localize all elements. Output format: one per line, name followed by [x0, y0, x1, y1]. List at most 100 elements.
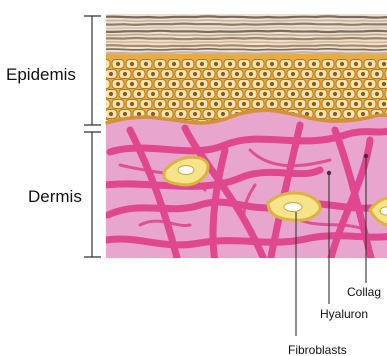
corneum-line [100, 38, 387, 39]
keratinocyte-cell [252, 100, 264, 109]
keratinocyte-cell [196, 60, 208, 69]
keratinocyte-cell [133, 90, 145, 99]
keratinocyte-cell [315, 90, 327, 99]
keratinocyte-cell [259, 70, 271, 79]
keratinocyte-cell [217, 90, 229, 99]
keratinocyte-cell [329, 70, 341, 79]
keratinocyte-cell [189, 70, 201, 79]
keratinocyte-cell [315, 70, 327, 79]
keratinocyte-cell [126, 60, 138, 69]
dermis-bracket [84, 132, 101, 257]
epidermis-label: Epidemis [6, 65, 76, 84]
keratinocyte-cell [364, 100, 376, 109]
keratinocyte-cell [182, 80, 194, 89]
keratinocyte-cell [336, 60, 348, 69]
corneum-line [100, 31, 387, 32]
keratinocyte-cell [119, 90, 131, 99]
keratinocyte-cell [231, 70, 243, 79]
keratinocyte-cell [189, 90, 201, 99]
keratinocyte-cell [126, 80, 138, 89]
keratinocyte-cell [140, 80, 152, 89]
keratinocyte-cell [210, 80, 222, 89]
keratinocyte-cell [336, 100, 348, 109]
collagen-label: Collag [347, 285, 381, 299]
keratinocyte-cell [182, 60, 194, 69]
keratinocyte-cell [252, 60, 264, 69]
keratinocyte-cell [343, 90, 355, 99]
keratinocyte-cell [161, 70, 173, 79]
epidermis-bracket [84, 16, 101, 125]
keratinocyte-cell [196, 80, 208, 89]
keratinocyte-cell [210, 100, 222, 109]
keratinocyte-cell [203, 90, 215, 99]
keratinocyte-cell [378, 100, 387, 109]
corneum-line [100, 27, 387, 28]
corneum-line [100, 20, 387, 21]
keratinocyte-cell [350, 60, 362, 69]
keratinocyte-cell [245, 90, 257, 99]
keratinocyte-cell [364, 60, 376, 69]
keratinocyte-cell [245, 70, 257, 79]
keratinocyte-cell [168, 80, 180, 89]
keratinocyte-cell [238, 80, 250, 89]
keratinocyte-cell [112, 60, 124, 69]
keratinocyte-cell [357, 70, 369, 79]
keratinocyte-cell [224, 100, 236, 109]
keratinocyte-cell [322, 60, 334, 69]
keratinocyte-cell [294, 100, 306, 109]
keratinocyte-cell [154, 100, 166, 109]
keratinocyte-cell [252, 80, 264, 89]
keratinocyte-cell [161, 90, 173, 99]
keratinocyte-cell [224, 60, 236, 69]
corneum-line [100, 16, 387, 17]
keratinocyte-cell [147, 90, 159, 99]
keratinocyte-cell [287, 70, 299, 79]
keratinocyte-cell [266, 60, 278, 69]
keratinocyte-cell [273, 90, 285, 99]
keratinocyte-cell [238, 60, 250, 69]
keratinocyte-cell [294, 80, 306, 89]
keratinocyte-cell [119, 70, 131, 79]
corneum-line [100, 49, 387, 50]
keratinocyte-cell [196, 100, 208, 109]
keratinocyte-cell [266, 80, 278, 89]
keratinocyte-cell [147, 70, 159, 79]
keratinocyte-cell [308, 80, 320, 89]
keratinocyte-cell [224, 80, 236, 89]
keratinocyte-cell [126, 100, 138, 109]
keratinocyte-cell [112, 80, 124, 89]
keratinocyte-cell [336, 80, 348, 89]
dermis-label: Dermis [28, 187, 82, 206]
keratinocyte-cell [287, 90, 299, 99]
keratinocyte-cell [371, 70, 383, 79]
keratinocyte-cell [175, 90, 187, 99]
keratinocyte-cell [378, 80, 387, 89]
fibroblast-nucleus [380, 207, 387, 215]
keratinocyte-cell [315, 110, 327, 119]
keratinocyte-cell [308, 100, 320, 109]
keratinocyte-cell [133, 70, 145, 79]
fibroblast-nucleus [284, 203, 302, 212]
keratinocyte-cell [168, 60, 180, 69]
keratinocyte-cell [357, 90, 369, 99]
keratinocyte-cell [182, 100, 194, 109]
fibroblasts-label: Fibroblasts [288, 343, 347, 356]
keratinocyte-cell [301, 90, 313, 99]
keratinocyte-cell [350, 100, 362, 109]
keratinocyte-cell [322, 80, 334, 89]
keratinocyte-cell [210, 60, 222, 69]
keratinocyte-cell [343, 110, 355, 119]
keratinocyte-cell [308, 60, 320, 69]
keratinocyte-cell [322, 100, 334, 109]
keratinocyte-cell [350, 80, 362, 89]
keratinocyte-cell [238, 100, 250, 109]
keratinocyte-cell [175, 110, 187, 119]
keratinocyte-cell [98, 60, 110, 69]
keratinocyte-cell [280, 100, 292, 109]
keratinocyte-cell [273, 70, 285, 79]
keratinocyte-cell [329, 90, 341, 99]
keratinocyte-cell [140, 100, 152, 109]
keratinocyte-cell [301, 70, 313, 79]
corneum-line [100, 24, 387, 25]
keratinocyte-cell [343, 70, 355, 79]
